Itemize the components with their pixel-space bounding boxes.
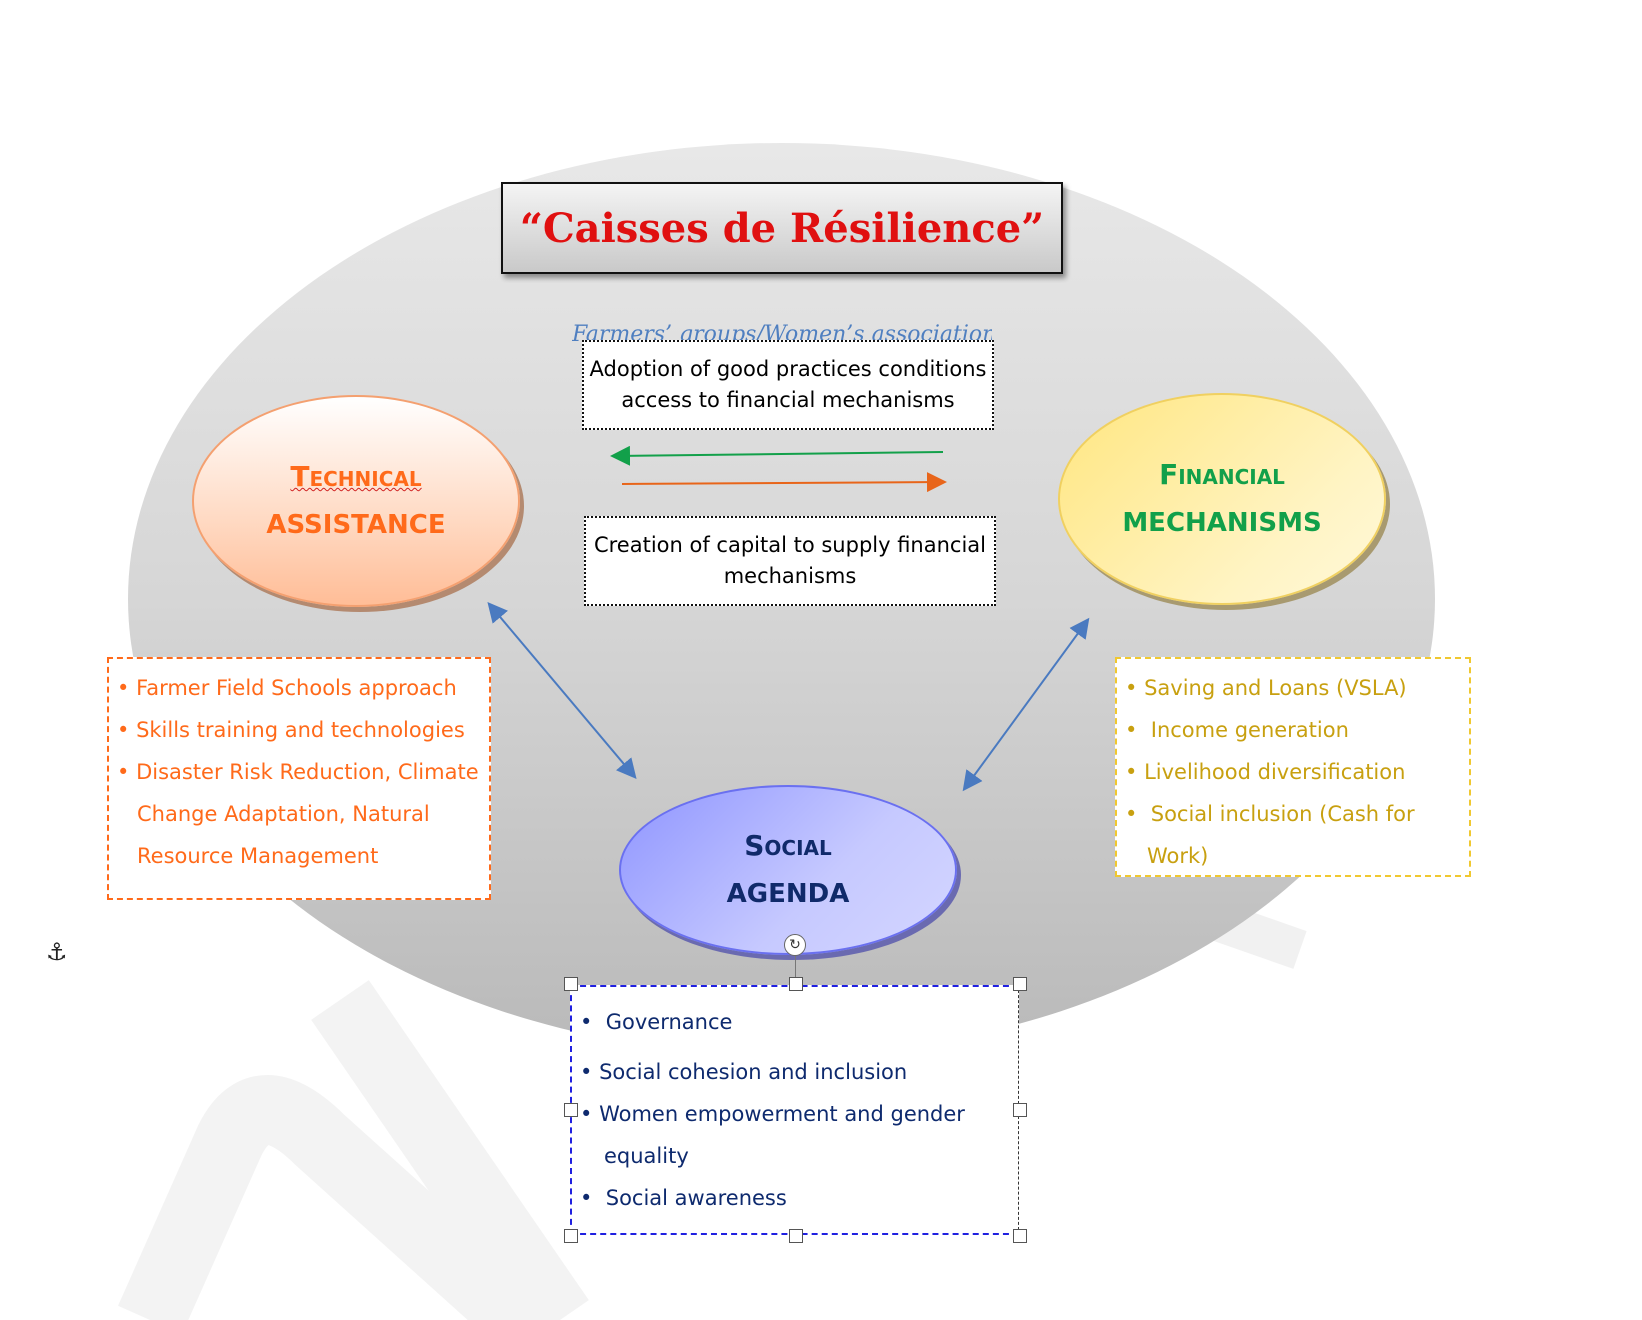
list-item: Work) (1147, 844, 1209, 868)
list-item: • Social inclusion (Cash for (1125, 802, 1415, 826)
list-item: • Farmer Field Schools approach (117, 676, 457, 700)
resize-handle[interactable] (1013, 1229, 1027, 1243)
flow-box-adoption: Adoption of good practices conditions ac… (582, 340, 994, 430)
arrow-financial-social (962, 617, 1090, 792)
list-item: Resource Management (137, 844, 379, 868)
resize-handle[interactable] (789, 1229, 803, 1243)
list-item: • Disaster Risk Reduction, Climate (117, 760, 479, 784)
financial-list: • Saving and Loans (VSLA) • Income gener… (1115, 657, 1471, 877)
node-label-line: Technical (290, 460, 422, 493)
diagram-title: “Caisses de Résilience” (501, 182, 1063, 274)
flow-text: Creation of capital to supply financial … (593, 533, 987, 588)
technical-assistance-node: Technical assistance (192, 395, 520, 607)
arrow-technical-social (487, 601, 637, 780)
node-label: agenda (726, 879, 850, 909)
node-label: mechanisms (1122, 508, 1322, 538)
resize-handle[interactable] (1013, 977, 1027, 991)
rotate-connector (795, 955, 796, 977)
list-item: equality (604, 1144, 689, 1168)
flow-box-capital: Creation of capital to supply financial … (584, 516, 996, 606)
technical-list: • Farmer Field Schools approach • Skills… (107, 657, 491, 900)
list-item: • Saving and Loans (VSLA) (1125, 676, 1407, 700)
node-label: Technical (290, 453, 421, 501)
list-item: • Social awareness (580, 1186, 787, 1210)
social-agenda-node[interactable]: Social agenda (619, 785, 957, 955)
node-label: Financial (1159, 458, 1285, 491)
social-list-textbox[interactable]: • Governance • Social cohesion and inclu… (570, 985, 1019, 1235)
arrow-financial-to-technical (610, 445, 944, 466)
resize-handle[interactable] (1013, 1103, 1027, 1117)
node-label: Social (744, 829, 832, 862)
arrow-technical-to-financial (621, 472, 947, 493)
farmers-groups-label: Farmers’ groups/Women’s associations (572, 322, 992, 344)
list-item: • Social cohesion and inclusion (580, 1060, 908, 1084)
list-item: • Women empowerment and gender (580, 1102, 965, 1126)
rotate-handle-icon[interactable]: ↻ (784, 934, 806, 956)
list-item: • Skills training and technologies (117, 718, 465, 742)
node-label: assistance (266, 510, 446, 540)
list-item: Change Adaptation, Natural (137, 802, 430, 826)
anchor-icon[interactable]: ⚓ (46, 938, 68, 966)
list-item: • Income generation (1125, 718, 1349, 742)
resize-handle[interactable] (564, 1103, 578, 1117)
financial-mechanisms-node: Financial mechanisms (1058, 393, 1386, 605)
resize-handle[interactable] (789, 977, 803, 991)
flow-text: Adoption of good practices conditions ac… (589, 357, 987, 412)
list-item: • Livelihood diversification (1125, 760, 1406, 784)
resize-handle[interactable] (564, 1229, 578, 1243)
resize-handle[interactable] (564, 977, 578, 991)
list-item: • Governance (580, 1010, 733, 1034)
